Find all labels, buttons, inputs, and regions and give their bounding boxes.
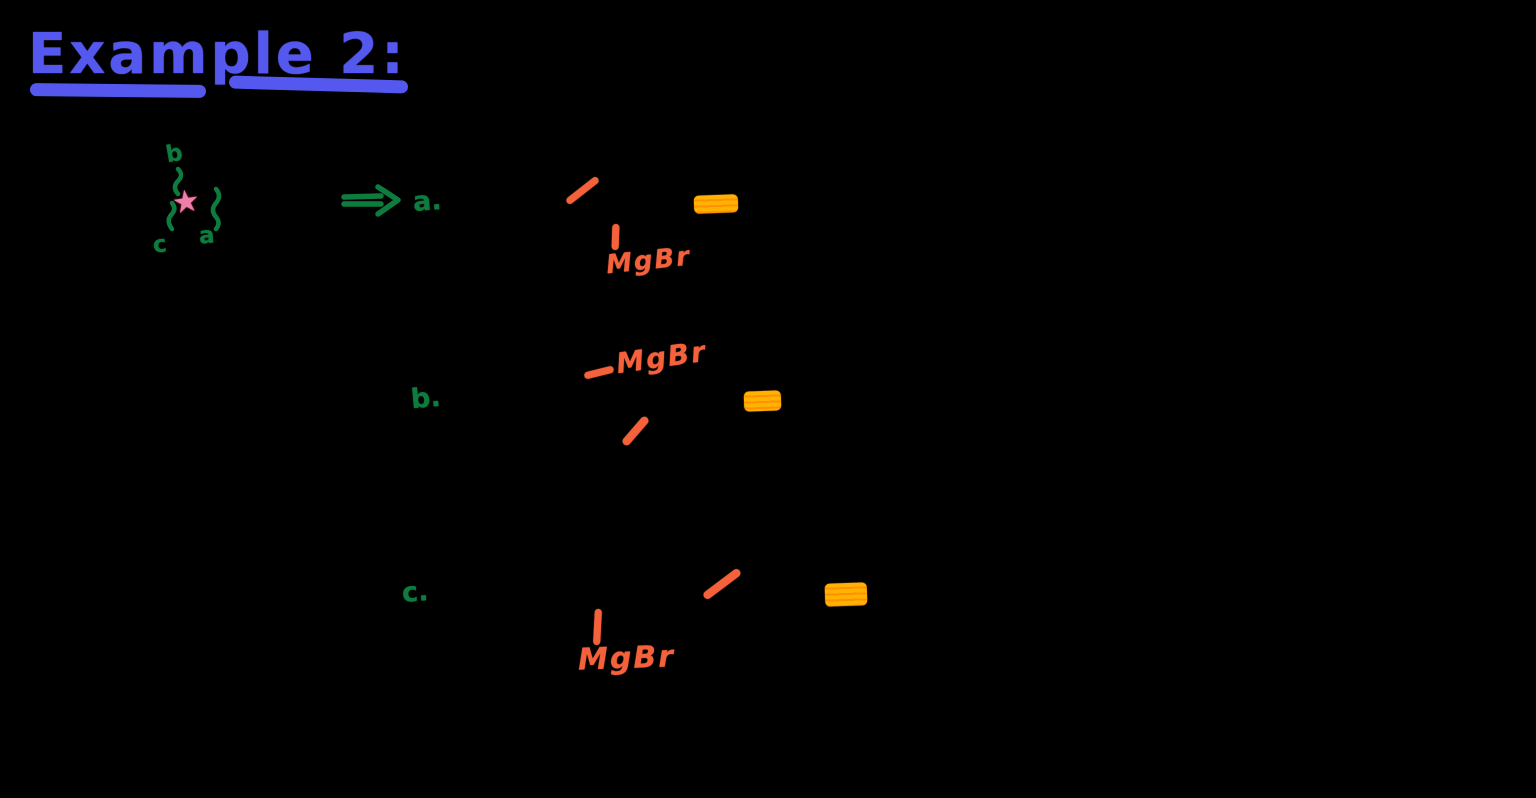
disconnection-label-c: c (151, 231, 168, 259)
disconnection-squiggle-icon (210, 186, 222, 232)
option-b-label: b. (409, 381, 442, 416)
option-a-label: a. (411, 185, 443, 218)
title-underline-left (29, 83, 207, 98)
disconnection-label-a: a (198, 222, 216, 250)
bond-stroke (564, 175, 601, 206)
grignard-reagent-label: MgBr (614, 334, 709, 381)
bond-stroke (611, 223, 620, 251)
bond-stroke (621, 415, 650, 447)
highlight-scribble (824, 582, 868, 607)
retrosynthesis-arrow-icon (341, 184, 401, 217)
grignard-reagent-label: MgBr (577, 639, 676, 678)
bond-stroke (702, 567, 742, 601)
bond-stroke (583, 365, 615, 380)
option-c-label: c. (400, 576, 430, 609)
disconnection-squiggle-icon (172, 166, 184, 197)
bond-stroke (593, 608, 602, 646)
highlight-scribble (693, 194, 739, 214)
disconnection-squiggle-icon (166, 200, 177, 232)
page-title: Example 2: (28, 22, 407, 87)
disconnection-label-b: b (163, 139, 185, 169)
highlight-scribble (743, 390, 782, 412)
